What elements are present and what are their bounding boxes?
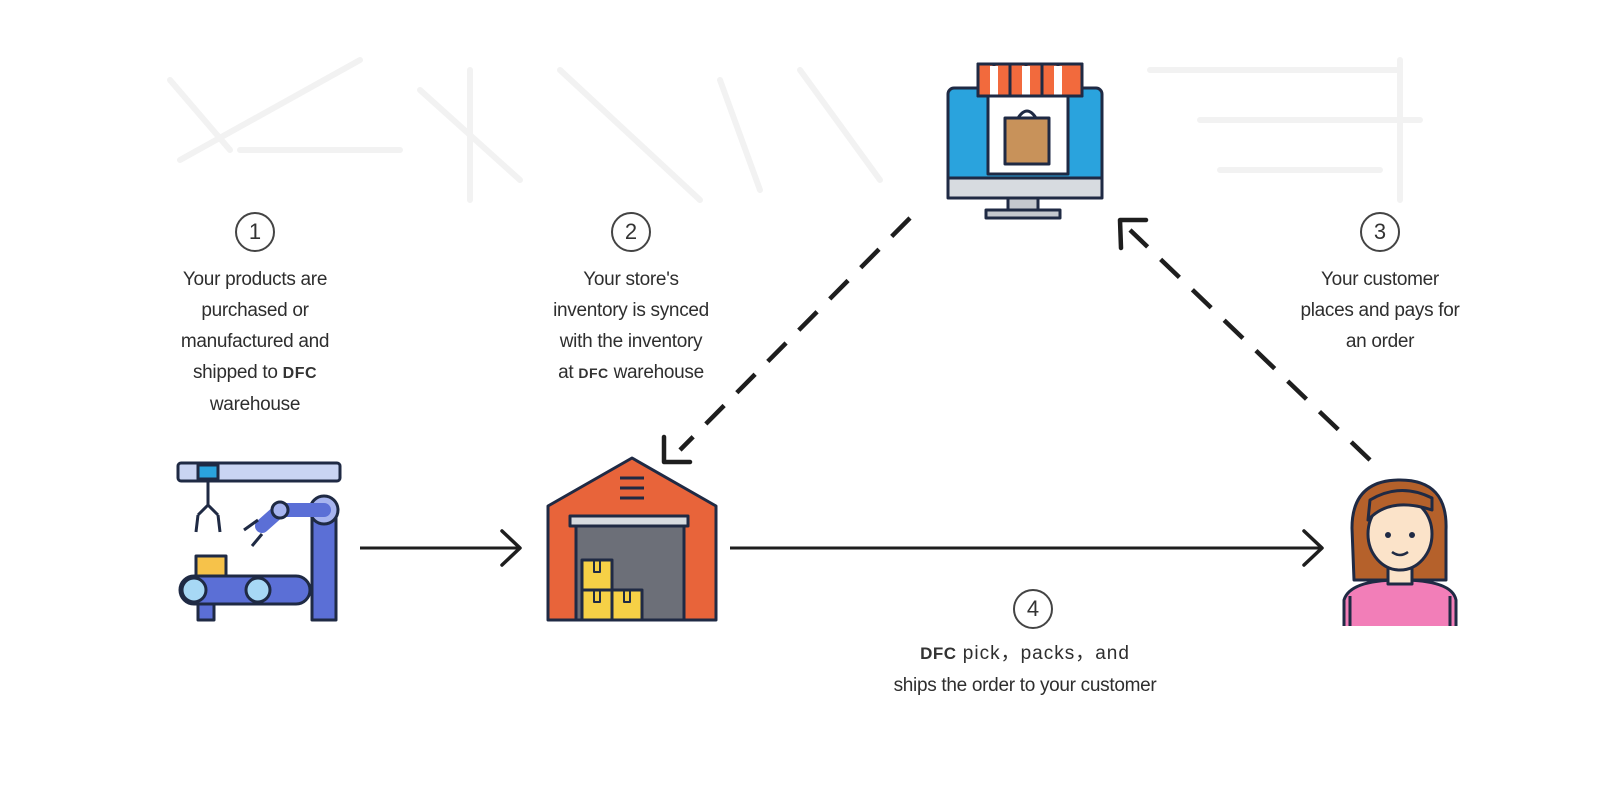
- brand-name: DFC: [282, 365, 318, 382]
- step-1-line: manufactured and: [180, 331, 330, 352]
- step-4-line: ships the order to your customer: [893, 675, 1157, 696]
- brand-name: DFC: [920, 644, 957, 663]
- step-3-line: places and pays for: [1300, 300, 1460, 321]
- step-1-line: shipped to DFC: [145, 357, 365, 389]
- step-2-line: with the inventory: [559, 331, 703, 352]
- step-3-number: 3: [1373, 219, 1387, 244]
- step-2-line: inventory is synced: [553, 300, 709, 321]
- background-watermark: [167, 57, 1423, 203]
- step-1-line: warehouse: [209, 394, 301, 415]
- step-1-caption: Your products are purchased or manufactu…: [145, 264, 365, 420]
- dashed-arrow-customer-to-store: [1117, 217, 1372, 462]
- step-1-line: purchased or: [201, 300, 309, 321]
- customer-woman-icon: [1342, 478, 1458, 626]
- step-1-number: 1: [248, 219, 262, 244]
- step-2-caption: Your store's inventory is synced with th…: [518, 264, 744, 389]
- arrow-factory-to-warehouse: [360, 529, 522, 567]
- step-4-number-badge: 4: [1013, 589, 1053, 629]
- online-store-monitor-icon: [946, 62, 1104, 220]
- step-4-caption: DFC pick，packs，and ships the order to yo…: [860, 638, 1190, 702]
- step-3-caption: Your customer places and pays for an ord…: [1262, 264, 1498, 357]
- step-2-line: Your store's: [583, 269, 679, 290]
- step-4-line: DFC pick，packs，and: [860, 638, 1190, 670]
- dashed-arrow-store-to-warehouse: [661, 216, 912, 465]
- step-2-line: at DFC warehouse: [518, 357, 744, 389]
- factory-robot-arm-icon: [176, 461, 342, 622]
- step-1-number-badge: 1: [235, 212, 275, 252]
- step-2-line-text: at: [558, 362, 579, 383]
- step-3-number-badge: 3: [1360, 212, 1400, 252]
- step-4-number: 4: [1026, 596, 1040, 621]
- arrow-warehouse-to-customer: [730, 529, 1324, 567]
- step-2-line-text: warehouse: [608, 362, 705, 383]
- brand-name: DFC: [578, 365, 609, 381]
- step-3-line: Your customer: [1321, 269, 1439, 290]
- step-2-number: 2: [624, 219, 638, 244]
- step-4-line-text: pick，packs，and: [956, 643, 1130, 664]
- step-3-line: an order: [1345, 331, 1415, 352]
- warehouse-icon: [546, 456, 718, 622]
- step-1-line: Your products are: [182, 269, 328, 290]
- step-2-number-badge: 2: [611, 212, 651, 252]
- step-1-line-text: shipped to: [192, 362, 283, 383]
